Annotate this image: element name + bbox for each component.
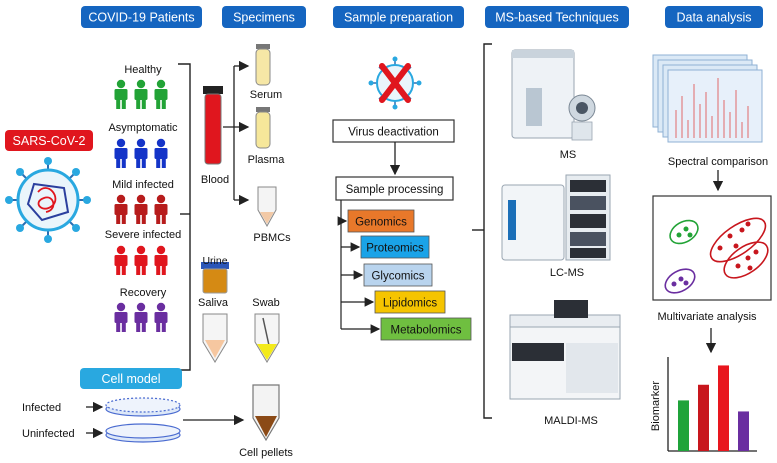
swab-label: Swab <box>252 297 280 309</box>
patient-group-recovery: Recovery <box>114 287 168 332</box>
virus-icon <box>5 157 91 243</box>
multivariate-analysis-label: Multivariate analysis <box>657 311 757 323</box>
blood-branch-lines <box>223 60 250 206</box>
omics-glycomics: Glycomics <box>363 263 433 287</box>
petri-dish-uninfected-icon <box>105 423 181 443</box>
omics-genomics: Genomics <box>347 209 415 233</box>
omics-metabolomics: Metabolomics <box>380 317 472 341</box>
cell-pellet-tube-icon <box>252 384 280 442</box>
header-patients: COVID-19 Patients <box>81 6 202 28</box>
plasma-tube-icon <box>255 107 271 149</box>
svg-text:Severe infected: Severe infected <box>105 229 181 241</box>
virus-deactivation-box: Virus deactivation <box>332 119 455 143</box>
header-data-analysis: Data analysis <box>665 6 763 28</box>
biomarker-bar-3 <box>718 365 729 451</box>
svg-text:Asymptomatic: Asymptomatic <box>108 122 178 134</box>
svg-text:Specimens: Specimens <box>233 11 295 25</box>
svg-text:Virus deactivation: Virus deactivation <box>348 127 439 139</box>
svg-text:Proteomics: Proteomics <box>366 243 424 255</box>
omics-lipidomics: Lipidomics <box>374 290 446 314</box>
maldi-ms-label: MALDI-MS <box>544 415 598 427</box>
cell-model-badge: Cell model <box>80 368 182 389</box>
biomarker-bar-2 <box>698 384 709 451</box>
plasma-label: Plasma <box>248 154 286 166</box>
header-ms-techniques: MS-based Techniques <box>485 6 629 28</box>
multivariate-plot-icon <box>652 195 772 301</box>
ms-instrument-icon <box>511 49 596 141</box>
pbmcs-tube-icon <box>257 186 277 228</box>
blood-label: Blood <box>201 174 229 186</box>
omics-connectors <box>337 200 381 334</box>
svg-text:Mild infected: Mild infected <box>112 179 174 191</box>
pbmcs-label: PBMCs <box>253 232 291 244</box>
saliva-tube-icon <box>202 313 228 363</box>
uninfected-label: Uninfected <box>22 428 75 440</box>
biomarker-axis-label: Biomarker <box>650 381 662 431</box>
biomarker-bar-4 <box>738 411 749 451</box>
spectral-comparison-label: Spectral comparison <box>668 156 768 168</box>
sars-cov-2-badge: SARS-CoV-2 <box>5 130 93 151</box>
spectra-stack-icon <box>652 54 763 143</box>
blood-tube-icon <box>203 86 223 165</box>
petri-dish-infected-icon <box>105 397 181 417</box>
patient-group-mild-infected: Mild infected <box>112 179 174 224</box>
lc-ms-instrument-icon <box>501 174 611 261</box>
patient-group-severe-infected: Severe infected <box>105 229 181 275</box>
serum-tube-icon <box>255 44 271 86</box>
urine-cup-icon <box>201 262 229 294</box>
maldi-ms-instrument-icon <box>509 300 621 400</box>
svg-text:MS-based Techniques: MS-based Techniques <box>495 11 618 25</box>
serum-label: Serum <box>250 89 282 101</box>
svg-text:Data analysis: Data analysis <box>676 11 751 25</box>
svg-text:Sample preparation: Sample preparation <box>344 11 453 25</box>
sample-processing-box: Sample processing <box>335 176 454 201</box>
patient-group-healthy: Healthy <box>114 64 168 109</box>
saliva-label: Saliva <box>198 297 229 309</box>
svg-text:Sample processing: Sample processing <box>346 184 444 196</box>
svg-text:Metabolomics: Metabolomics <box>391 325 462 337</box>
swab-tube-icon <box>254 313 280 363</box>
header-specimens: Specimens <box>222 6 306 28</box>
biomarker-bar-1 <box>678 400 689 451</box>
patient-group-asymptomatic: Asymptomatic <box>108 122 178 168</box>
lc-ms-label: LC-MS <box>550 267 584 279</box>
cell-pellets-label: Cell pellets <box>239 447 293 459</box>
biomarker-chart: Biomarker <box>650 357 757 452</box>
header-sample-prep: Sample preparation <box>333 6 464 28</box>
svg-text:Cell model: Cell model <box>101 372 160 386</box>
svg-text:SARS-CoV-2: SARS-CoV-2 <box>13 134 86 148</box>
svg-text:Healthy: Healthy <box>124 64 162 76</box>
ms-bracket <box>472 43 492 419</box>
virus-deactivated-icon <box>368 56 422 110</box>
ms-label: MS <box>560 149 577 161</box>
svg-text:Lipidomics: Lipidomics <box>383 298 438 310</box>
patients-bracket <box>178 63 191 371</box>
omics-proteomics: Proteomics <box>360 235 430 259</box>
urine-label: Urine <box>202 255 227 267</box>
svg-text:Recovery: Recovery <box>120 287 167 299</box>
svg-text:Glycomics: Glycomics <box>371 271 424 283</box>
svg-text:COVID-19 Patients: COVID-19 Patients <box>88 11 194 25</box>
svg-text:Genomics: Genomics <box>355 217 407 229</box>
infected-label: Infected <box>22 402 61 414</box>
